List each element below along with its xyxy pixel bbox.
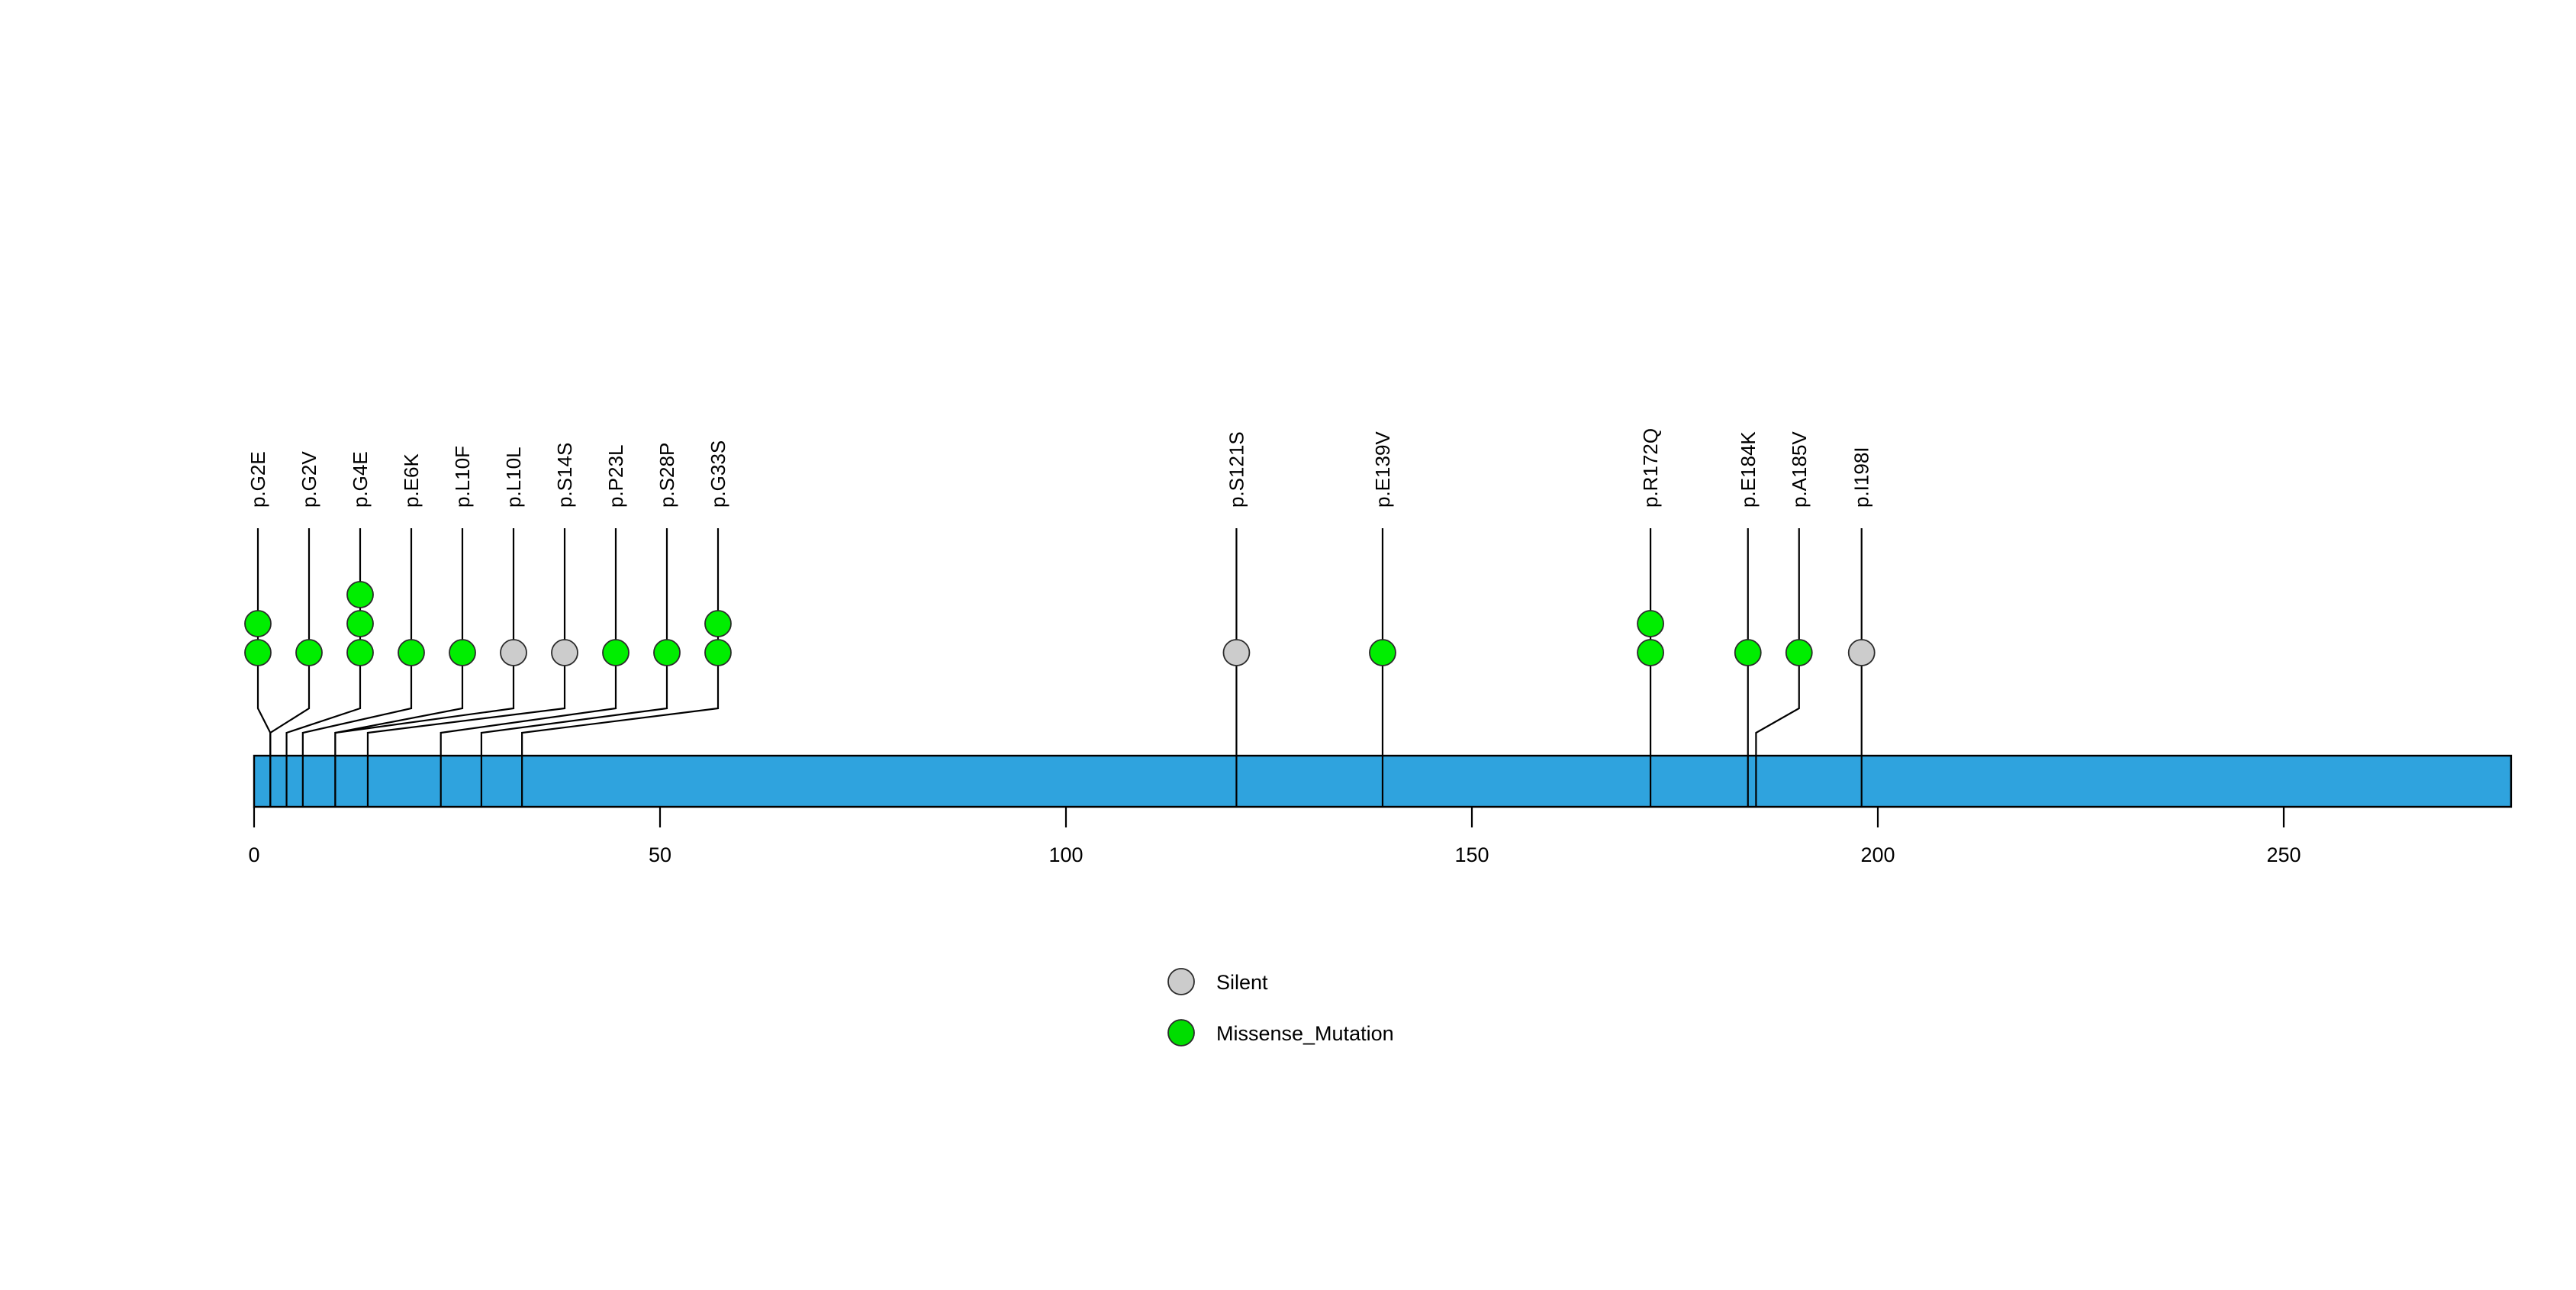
mutation-dot[interactable]	[551, 639, 578, 666]
lollipop-connector	[301, 666, 413, 756]
mutation-label: p.G2V	[298, 451, 320, 508]
mutation-dot[interactable]	[704, 639, 732, 666]
axis-tick-label: 150	[1454, 843, 1489, 866]
lollipop-connector	[1755, 666, 1800, 756]
mutation-dot[interactable]	[500, 639, 527, 666]
lollipop-connector	[480, 666, 668, 756]
lollipop-connector	[269, 666, 311, 756]
mutation-label: p.S121S	[1225, 431, 1248, 508]
mutation-dot[interactable]	[1637, 639, 1664, 666]
mutation-label: p.R172Q	[1639, 428, 1662, 508]
legend-swatch[interactable]	[1167, 968, 1195, 995]
lollipop-connector	[285, 666, 362, 756]
mutation-label: p.G2E	[246, 451, 269, 508]
mutation-label: p.L10F	[451, 446, 474, 508]
axis-tick-label: 200	[1860, 843, 1895, 866]
mutation-dot[interactable]	[704, 610, 732, 637]
lollipop-connector	[440, 666, 617, 756]
mutation-dot[interactable]	[1847, 639, 1876, 666]
mutation-label: p.E6K	[400, 453, 423, 508]
mutation-label: p.S28P	[655, 443, 678, 508]
mutation-labels-group: p.G2E p.G2V p.G4E p.E6K p.L10F p.L10L p.S14S p.…	[246, 428, 1873, 508]
mutation-label: p.I198I	[1850, 447, 1873, 508]
mutation-label: p.P23L	[604, 445, 627, 508]
mutation-dot[interactable]	[1785, 639, 1813, 666]
mutation-dot[interactable]	[449, 639, 476, 666]
mutation-label: p.L10L	[502, 447, 525, 508]
mutation-dot[interactable]	[1222, 639, 1251, 666]
mutation-label: p.G33S	[707, 440, 729, 508]
x-axis-group: 0 50 100 150 200 250	[248, 807, 2301, 866]
mutation-label: p.S14S	[553, 443, 576, 508]
lollipop-connector	[366, 666, 566, 756]
legend-label: Missense_Mutation	[1216, 1022, 1394, 1045]
mutation-dot[interactable]	[1734, 639, 1762, 666]
mutation-dot[interactable]	[244, 610, 272, 637]
mutation-label: p.G4E	[349, 451, 372, 508]
lollipop-dots-group	[244, 581, 1876, 666]
mutation-dot[interactable]	[346, 639, 374, 666]
mutation-dot[interactable]	[295, 639, 323, 666]
mutation-dot[interactable]	[1369, 639, 1396, 666]
mutation-dot[interactable]	[398, 639, 425, 666]
legend-swatch[interactable]	[1167, 1019, 1195, 1047]
mutation-label: p.E184K	[1737, 431, 1760, 508]
mutation-dot[interactable]	[653, 639, 681, 666]
mutation-dot[interactable]	[346, 581, 374, 608]
lollipop-connector	[521, 666, 720, 756]
axis-tick-label: 250	[2266, 843, 2301, 866]
mutation-dot[interactable]	[346, 610, 374, 637]
mutation-label: p.E139V	[1371, 431, 1394, 508]
axis-tick-label: 50	[649, 843, 671, 866]
mutation-dot[interactable]	[602, 639, 630, 666]
legend-label: Silent	[1216, 971, 1268, 994]
mutation-dot[interactable]	[244, 639, 272, 666]
lollipop-connector	[256, 666, 272, 756]
axis-tick-label: 100	[1048, 843, 1083, 866]
lollipop-connector	[334, 666, 515, 756]
mutation-label: p.A185V	[1788, 431, 1811, 508]
axis-tick-label: 0	[248, 843, 259, 866]
mutation-dot[interactable]	[1637, 610, 1664, 637]
